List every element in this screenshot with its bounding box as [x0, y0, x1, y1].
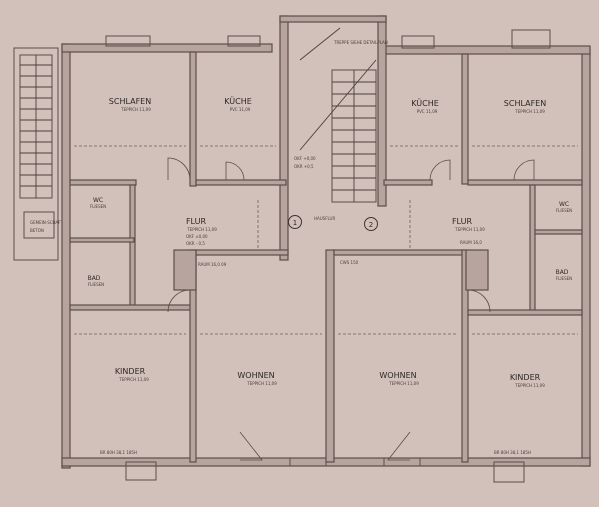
svg-text:TEPPICH 11,09: TEPPICH 11,09	[118, 377, 149, 382]
room-wc-right: WC FLIESEN	[556, 201, 572, 213]
note-raum-left: RAUM 16,0 09	[198, 262, 227, 267]
svg-text:2: 2	[369, 221, 373, 229]
room-kinder-left: KINDER TEPPICH 11,09	[115, 367, 149, 382]
svg-text:FLUR: FLUR	[186, 217, 207, 226]
room-wc-left: WC FLIESEN	[90, 197, 106, 209]
room-kueche-right: KÜCHE PVC 11,09	[411, 98, 439, 114]
flur-okf: OKF ±0,00	[186, 234, 208, 239]
central-staircase: TREPPE SIEHE DETAILPLAN HAUSFLUR OKF +0,…	[294, 27, 388, 221]
note-gemeinschaft: GEMEIN-SCHAFT	[30, 220, 64, 225]
marker-2: 2	[364, 217, 378, 231]
note-window-bottom-left: BR 80H 38,1 185H	[100, 450, 137, 455]
svg-text:TEPPICH 11,09: TEPPICH 11,09	[120, 107, 151, 112]
svg-text:KINDER: KINDER	[115, 367, 146, 376]
svg-text:SCHLAFEN: SCHLAFEN	[109, 97, 151, 106]
svg-text:BAD: BAD	[88, 275, 101, 282]
svg-text:BAD: BAD	[556, 269, 569, 276]
svg-text:KINDER: KINDER	[510, 373, 541, 382]
stair-okr: OKR +0,5	[294, 164, 314, 169]
room-wohnen-left: WOHNEN TEPPICH 11,09	[237, 371, 277, 386]
room-flur-left: FLUR TEPPICH 11,09 OKF ±0,00 OKR - 0,5	[186, 217, 217, 246]
room-kinder-right: KINDER TEPPICH 11,09	[510, 373, 545, 388]
room-flur-right: FLUR TEPPICH 11,09	[452, 217, 485, 232]
svg-text:FLIESEN: FLIESEN	[90, 204, 106, 209]
svg-text:WOHNEN: WOHNEN	[237, 371, 274, 380]
room-schlafen-left: SCHLAFEN TEPPICH 11,09	[109, 97, 151, 112]
svg-text:FLIESEN: FLIESEN	[88, 282, 104, 287]
flur-okr: OKR - 0,5	[186, 241, 205, 246]
room-kueche-left: KÜCHE PVC 11,09	[224, 96, 252, 112]
svg-text:TEPPICH 11,09: TEPPICH 11,09	[514, 109, 545, 114]
svg-text:TEPPICH 11,09: TEPPICH 11,09	[246, 381, 277, 386]
svg-text:KÜCHE: KÜCHE	[224, 96, 252, 106]
svg-text:FLUR: FLUR	[452, 217, 473, 226]
svg-text:FLIESEN: FLIESEN	[556, 208, 572, 213]
note-hausflur: HAUSFLUR	[314, 216, 335, 221]
note-cws: CWS 150	[340, 260, 359, 265]
stair-okf: OKF +0,00	[294, 156, 316, 161]
door-swings	[167, 157, 535, 461]
windows	[105, 29, 551, 483]
svg-text:TEPPICH 11,09: TEPPICH 11,09	[388, 381, 419, 386]
room-bad-left: BAD FLIESEN	[88, 275, 105, 287]
svg-text:KÜCHE: KÜCHE	[411, 98, 439, 108]
svg-text:1: 1	[293, 219, 297, 227]
svg-text:PVC 11,09: PVC 11,09	[230, 107, 251, 112]
interior-walls	[69, 51, 583, 463]
note-treppe: TREPPE SIEHE DETAILPLAN	[333, 40, 388, 45]
svg-text:TEPPICH 11,09: TEPPICH 11,09	[186, 227, 217, 232]
svg-text:TEPPICH 11,09: TEPPICH 11,09	[454, 227, 485, 232]
note-window-bottom-right: BR 80H 38,1 185H	[494, 450, 531, 455]
room-wohnen-right: WOHNEN TEPPICH 11,09	[379, 371, 419, 386]
svg-text:FLIESEN: FLIESEN	[556, 276, 572, 281]
svg-text:TEPPICH 11,09: TEPPICH 11,09	[514, 383, 545, 388]
room-bad-right: BAD FLIESEN	[556, 269, 573, 281]
marker-1: 1	[288, 215, 302, 229]
svg-text:WC: WC	[559, 201, 569, 208]
left-balcony: GEMEIN-SCHAFT BETON	[13, 47, 64, 261]
note-raum-right: RAUM 16,0	[460, 240, 482, 245]
dimension-lines	[74, 145, 578, 335]
svg-text:WC: WC	[93, 197, 103, 204]
room-schlafen-right: SCHLAFEN TEPPICH 11,09	[504, 99, 546, 114]
note-beton: BETON	[30, 228, 44, 233]
svg-text:WOHNEN: WOHNEN	[379, 371, 416, 380]
svg-text:PVC 11,09: PVC 11,09	[417, 109, 438, 114]
svg-text:SCHLAFEN: SCHLAFEN	[504, 99, 546, 108]
